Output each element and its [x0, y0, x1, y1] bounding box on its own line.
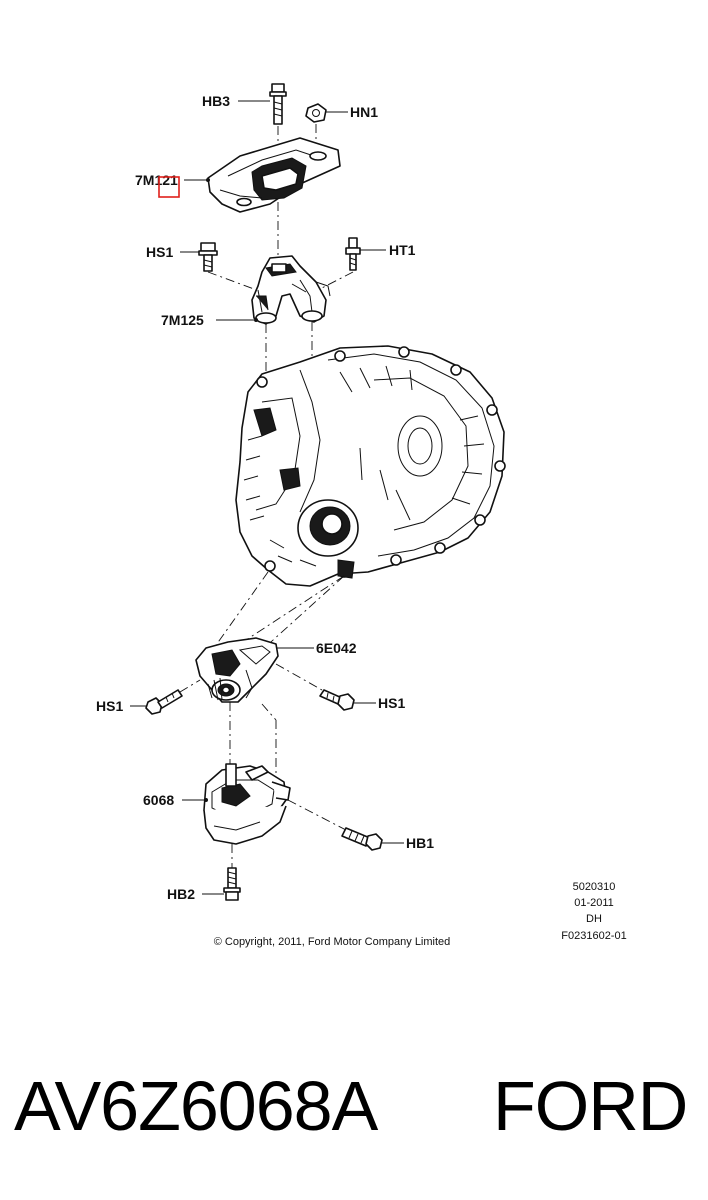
callout-7m125: 7M125 [161, 312, 204, 328]
bolt-hb1 [341, 827, 383, 851]
info-line-2: 01-2011 [574, 897, 614, 909]
part-number: AV6Z6068A [14, 1067, 378, 1145]
callout-ht1: HT1 [389, 242, 416, 258]
callout-hs1-right: HS1 [378, 695, 405, 711]
callout-hb3: HB3 [202, 93, 230, 109]
callout-6e042: 6E042 [316, 640, 357, 656]
stud-ht1 [345, 237, 361, 271]
bracket-6e042 [195, 637, 279, 703]
bolt-hb2 [223, 867, 241, 901]
info-line-3: DH [586, 913, 602, 925]
info-line-4: F0231602-01 [561, 930, 626, 942]
transmission-housing [235, 345, 506, 587]
bolt-hs1-top [198, 242, 218, 272]
nut-hn1 [305, 103, 327, 123]
info-line-1: 5020310 [573, 881, 616, 893]
callout-6068: 6068 [143, 792, 174, 808]
callout-hb2: HB2 [167, 886, 195, 902]
callout-7m121: 7M121 [135, 172, 178, 188]
mount-7m125 [251, 255, 331, 325]
bolt-hs1-right [319, 689, 355, 711]
callout-hb1: HB1 [406, 835, 434, 851]
copyright-text: © Copyright, 2011, Ford Motor Company Li… [214, 936, 451, 948]
callout-hs1-left: HS1 [96, 698, 123, 714]
bolt-hb3 [269, 83, 287, 125]
highlight-box [158, 176, 180, 198]
callout-hn1: HN1 [350, 104, 378, 120]
bolt-hs1-left [145, 689, 183, 715]
callout-hs1-top: HS1 [146, 244, 173, 260]
mount-6068 [203, 763, 291, 845]
bracket-7m121 [207, 137, 341, 213]
brand-name: FORD [493, 1067, 688, 1145]
